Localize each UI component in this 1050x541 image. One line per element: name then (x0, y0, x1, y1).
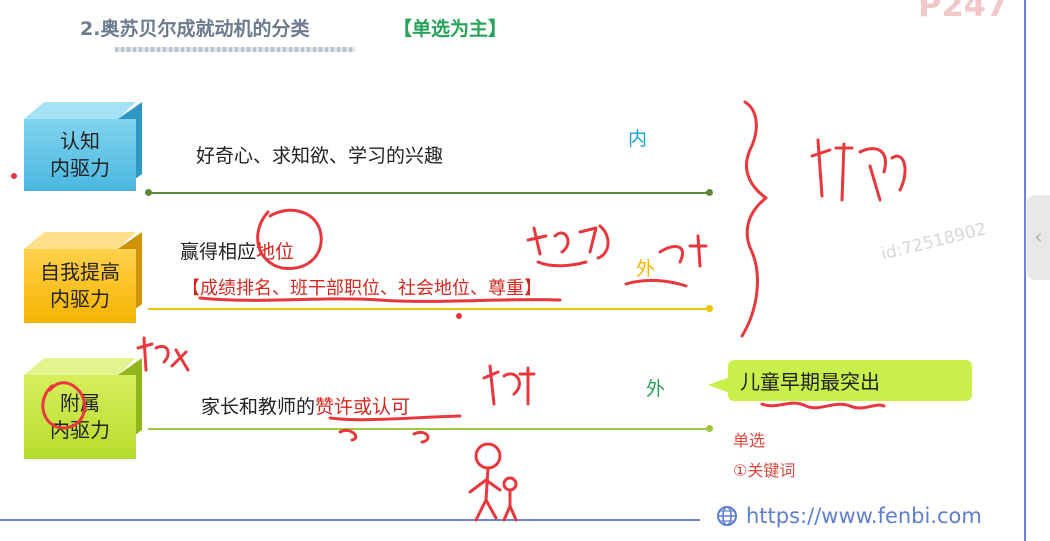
stick-figure-child-head (502, 476, 518, 492)
status-examples: 【成绩排名、班干部职位、社会地位、尊重】 (182, 278, 542, 299)
description-highlight: 赞许或认可 (315, 396, 411, 418)
cube-top (24, 358, 136, 375)
scribble-annotation (658, 234, 708, 268)
description-text: 赢得相应 (180, 241, 257, 263)
orientation-inner: 内 (628, 128, 648, 150)
slide-right-border (1024, 0, 1026, 541)
scribble-annotation (136, 336, 190, 372)
line-end-dot (706, 305, 713, 312)
note-keyword: ①关键词 (733, 461, 796, 480)
cube-top (24, 102, 136, 119)
line-end-dot (706, 425, 713, 432)
affiliative-drive-box: 附属 内驱力 (24, 358, 142, 459)
title-underline (115, 47, 355, 52)
note-single-choice: 单选 (733, 431, 766, 450)
cognitive-description: 好奇心、求知欲、学习的兴趣 (196, 145, 444, 167)
self-improvement-drive-box: 自我提高 内驱力 (24, 232, 142, 323)
line-end-dot (706, 189, 713, 196)
underline-annotation (624, 278, 688, 288)
scribble-annotation (482, 364, 536, 406)
bottom-rule (0, 519, 700, 521)
chevron-left-icon: ‹ (1034, 225, 1043, 250)
stick-figure-body (468, 466, 502, 522)
cube-front: 自我提高 内驱力 (24, 249, 136, 323)
footer-url-text: https://www.fenbi.com (746, 504, 982, 528)
orientation-outer: 外 (646, 378, 666, 400)
cube-front: 附属 内驱力 (24, 375, 136, 459)
slide-title: 2.奥苏贝尔成就动机的分类 (80, 18, 310, 40)
ink-dot (11, 173, 17, 179)
page-number: P247 (918, 0, 1009, 24)
orientation-outer: 外 (636, 258, 656, 280)
scribble-annotation (810, 138, 907, 202)
underline-annotation (760, 401, 886, 410)
callout-pointer (708, 377, 730, 393)
cube-front: 认知 内驱力 (24, 119, 136, 191)
drive-label-line2: 内驱力 (50, 287, 110, 311)
scribble-annotation (338, 428, 430, 444)
underline-annotation (198, 296, 562, 303)
side-panel-handle[interactable]: ‹ (1027, 195, 1050, 280)
title-tag: 【单选为主】 (393, 18, 508, 40)
callout-box: 儿童早期最突出 (728, 360, 972, 401)
brace-annotation (740, 100, 768, 338)
scribble-annotation (536, 260, 588, 268)
self-improvement-line (148, 308, 710, 310)
cube-top (24, 232, 136, 249)
footer-url[interactable]: https://www.fenbi.com (716, 504, 982, 528)
self-improvement-description: 赢得相应地位 (180, 237, 294, 264)
cognitive-line (148, 192, 710, 194)
stick-figure-head (474, 442, 502, 470)
stick-figure-child-body (502, 488, 518, 522)
ink-dot (456, 313, 462, 319)
affiliative-line (148, 428, 710, 430)
affiliative-description: 家长和教师的赞许或认可 (201, 392, 410, 419)
circle-annotation (256, 208, 323, 270)
drive-label-line2: 内驱力 (50, 156, 110, 180)
description-text: 家长和教师的 (201, 396, 316, 418)
drive-label-line1: 自我提高 (40, 260, 120, 284)
circle-annotation (41, 381, 86, 430)
underline-annotation (328, 414, 462, 422)
cognitive-drive-box: 认知 内驱力 (24, 102, 142, 191)
drive-label-line1: 认知 (60, 129, 100, 153)
scribble-annotation (526, 224, 610, 260)
line-start-dot (145, 189, 152, 196)
globe-icon (717, 506, 737, 526)
drive-label-line1: 附属 (60, 391, 100, 415)
